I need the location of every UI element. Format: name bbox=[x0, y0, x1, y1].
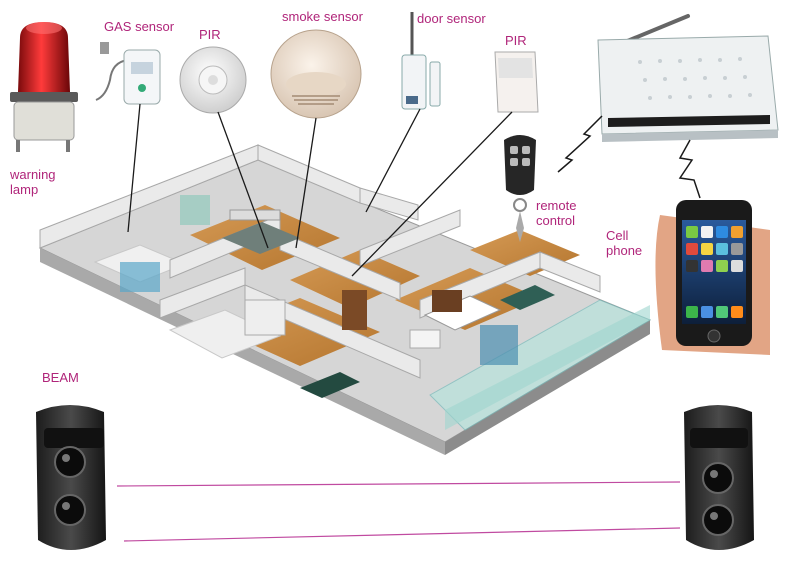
wireless-signal-zigzags bbox=[557, 115, 701, 199]
sensor-connector-lines bbox=[127, 103, 513, 277]
door-sensor-connector bbox=[365, 108, 421, 213]
cell-phone-label-line-1: Cell bbox=[606, 228, 629, 243]
warning-lamp-label-line-1: warning bbox=[10, 167, 56, 182]
pir-sensor-icon bbox=[179, 46, 247, 114]
pir-sensor-icon bbox=[494, 51, 539, 113]
gsm-alarm-panel-icon bbox=[597, 14, 779, 142]
pir-right-connector bbox=[351, 111, 513, 277]
gas-sensor-connector bbox=[127, 103, 141, 233]
pir-left-label: PIR bbox=[199, 27, 221, 42]
beam-sensor-icon bbox=[36, 405, 106, 550]
warning-lamp-label-line-2: lamp bbox=[10, 182, 39, 197]
remote-control-icon bbox=[504, 135, 536, 242]
cell-phone-icon bbox=[655, 200, 770, 355]
smoke-sensor-label: smoke sensor bbox=[282, 9, 363, 24]
beam-sensor-icon bbox=[684, 405, 754, 550]
pir-right-label: PIR bbox=[505, 33, 527, 48]
pir-left-connector bbox=[217, 111, 269, 249]
warning-lamp-icon bbox=[10, 22, 78, 152]
remote-control-label-line-2: control bbox=[536, 213, 576, 228]
remote-control-label-line-1: remote bbox=[536, 198, 577, 213]
smoke-sensor-connector bbox=[295, 117, 317, 249]
cell-phone-label: Cell phone bbox=[606, 228, 642, 258]
beam-lines bbox=[116, 481, 681, 542]
door-sensor-label: door sensor bbox=[417, 11, 486, 26]
gas-sensor-label: GAS sensor bbox=[104, 19, 175, 34]
house-floor-plan bbox=[38, 144, 652, 455]
beam-label: BEAM bbox=[42, 370, 79, 385]
cell-phone-label-line-2: phone bbox=[606, 243, 643, 258]
gas-sensor-icon bbox=[95, 42, 161, 105]
warning-lamp-label: warning lamp bbox=[10, 167, 56, 197]
smoke-sensor-icon bbox=[270, 29, 362, 119]
door-sensor-icon bbox=[401, 12, 441, 110]
remote-control-label: remote control bbox=[536, 198, 576, 228]
